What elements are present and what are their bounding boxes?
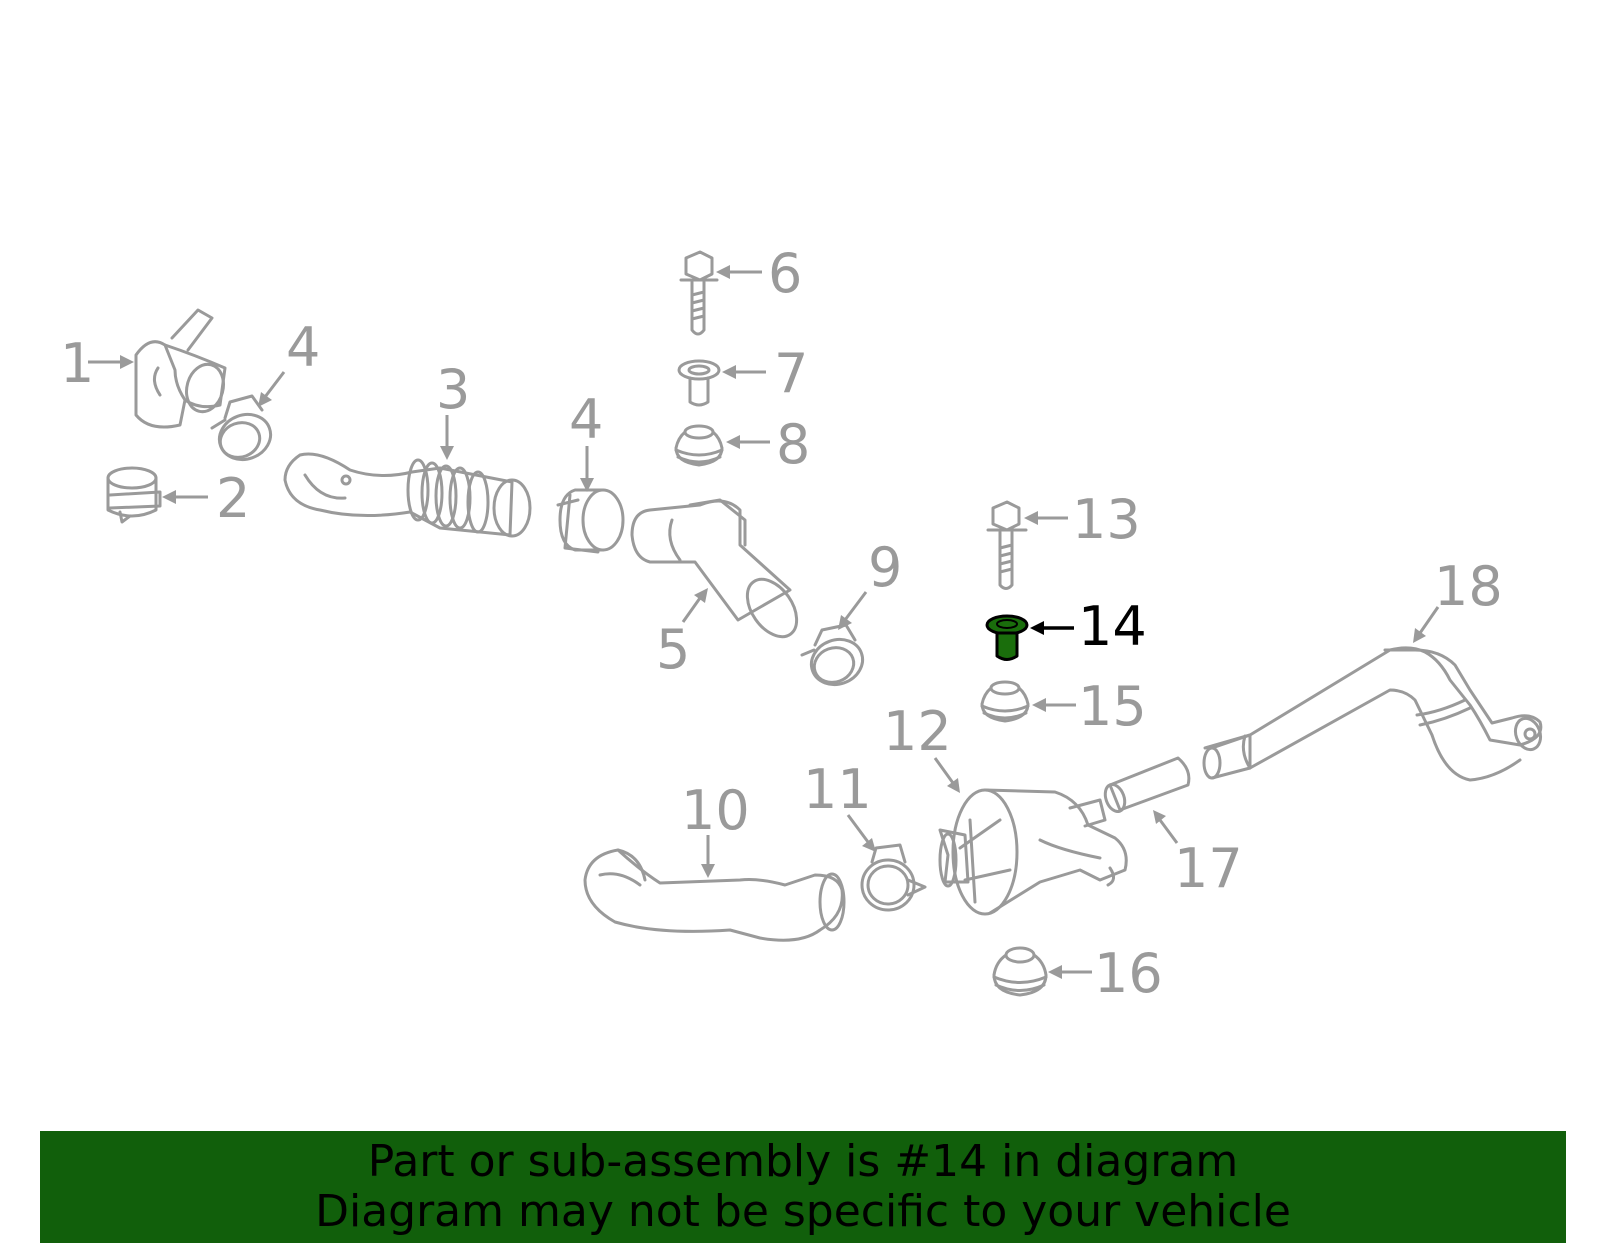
- part-17-short-hose: [1103, 756, 1191, 814]
- part-14-sleeve-highlighted[interactable]: [985, 614, 1029, 661]
- leader-1: [88, 355, 134, 369]
- leader-13: [1024, 511, 1068, 525]
- part-9-clamp: [800, 623, 865, 687]
- callout-12: 12: [883, 700, 952, 763]
- part-4-clamp-center: [556, 488, 625, 554]
- part-11-clamp: [860, 843, 927, 912]
- callout-8: 8: [776, 413, 810, 476]
- leader-3: [440, 415, 454, 460]
- leader-11: [846, 814, 876, 852]
- leader-16: [1048, 965, 1092, 979]
- part-18-tube: [1202, 646, 1543, 782]
- callout-16: 16: [1094, 942, 1163, 1005]
- leader-15: [1032, 698, 1076, 712]
- callout-5: 5: [656, 618, 690, 681]
- leader-10: [701, 835, 715, 878]
- part-1-elbow-fitting: [134, 308, 227, 429]
- leader-7: [722, 365, 766, 379]
- callout-13: 13: [1072, 488, 1141, 551]
- callout-14: 14: [1078, 595, 1147, 658]
- banner-line-disclaimer: Diagram may not be specific to your vehi…: [315, 1186, 1291, 1237]
- callout-2: 2: [216, 467, 250, 530]
- part-12-housing: [938, 788, 1128, 916]
- callout-15: 15: [1078, 675, 1147, 738]
- callout-1: 1: [60, 332, 94, 395]
- banner-line-part: Part or sub-assembly is #14 in diagram: [367, 1136, 1239, 1187]
- leader-18: [1413, 606, 1440, 643]
- callout-10: 10: [681, 779, 750, 842]
- leader-8: [726, 435, 770, 449]
- callout-6: 6: [768, 242, 802, 305]
- part-15-insulator: [980, 680, 1030, 723]
- callout-17: 17: [1174, 837, 1243, 900]
- part-3-hose: [283, 452, 532, 538]
- info-banner: Part or sub-assembly is #14 in diagram D…: [40, 1131, 1566, 1243]
- part-5-pipe: [630, 498, 799, 639]
- callout-18: 18: [1434, 555, 1503, 618]
- leader-6: [716, 265, 762, 279]
- callout-4-left: 4: [286, 316, 320, 379]
- leader-14: [1030, 621, 1074, 635]
- callout-4-center: 4: [569, 388, 603, 451]
- leader-17: [1153, 810, 1179, 844]
- part-7-sleeve: [677, 359, 721, 407]
- leader-12: [933, 757, 960, 793]
- callout-11: 11: [803, 758, 872, 821]
- callout-3: 3: [436, 358, 470, 421]
- leader-2: [162, 490, 208, 504]
- leader-4-left: [258, 371, 286, 407]
- leader-5: [681, 588, 708, 623]
- callout-9: 9: [868, 536, 902, 599]
- part-2-clamp: [106, 466, 162, 524]
- leader-9: [838, 591, 868, 630]
- leader-4-center: [580, 446, 594, 492]
- part-10-hose: [583, 848, 846, 942]
- part-13-bolt: [986, 500, 1028, 590]
- part-8-insulator: [674, 424, 724, 467]
- part-16-insulator: [992, 946, 1048, 997]
- part-6-bolt: [679, 250, 719, 336]
- part-4-clamp-left: [210, 394, 273, 462]
- callout-7: 7: [774, 342, 808, 405]
